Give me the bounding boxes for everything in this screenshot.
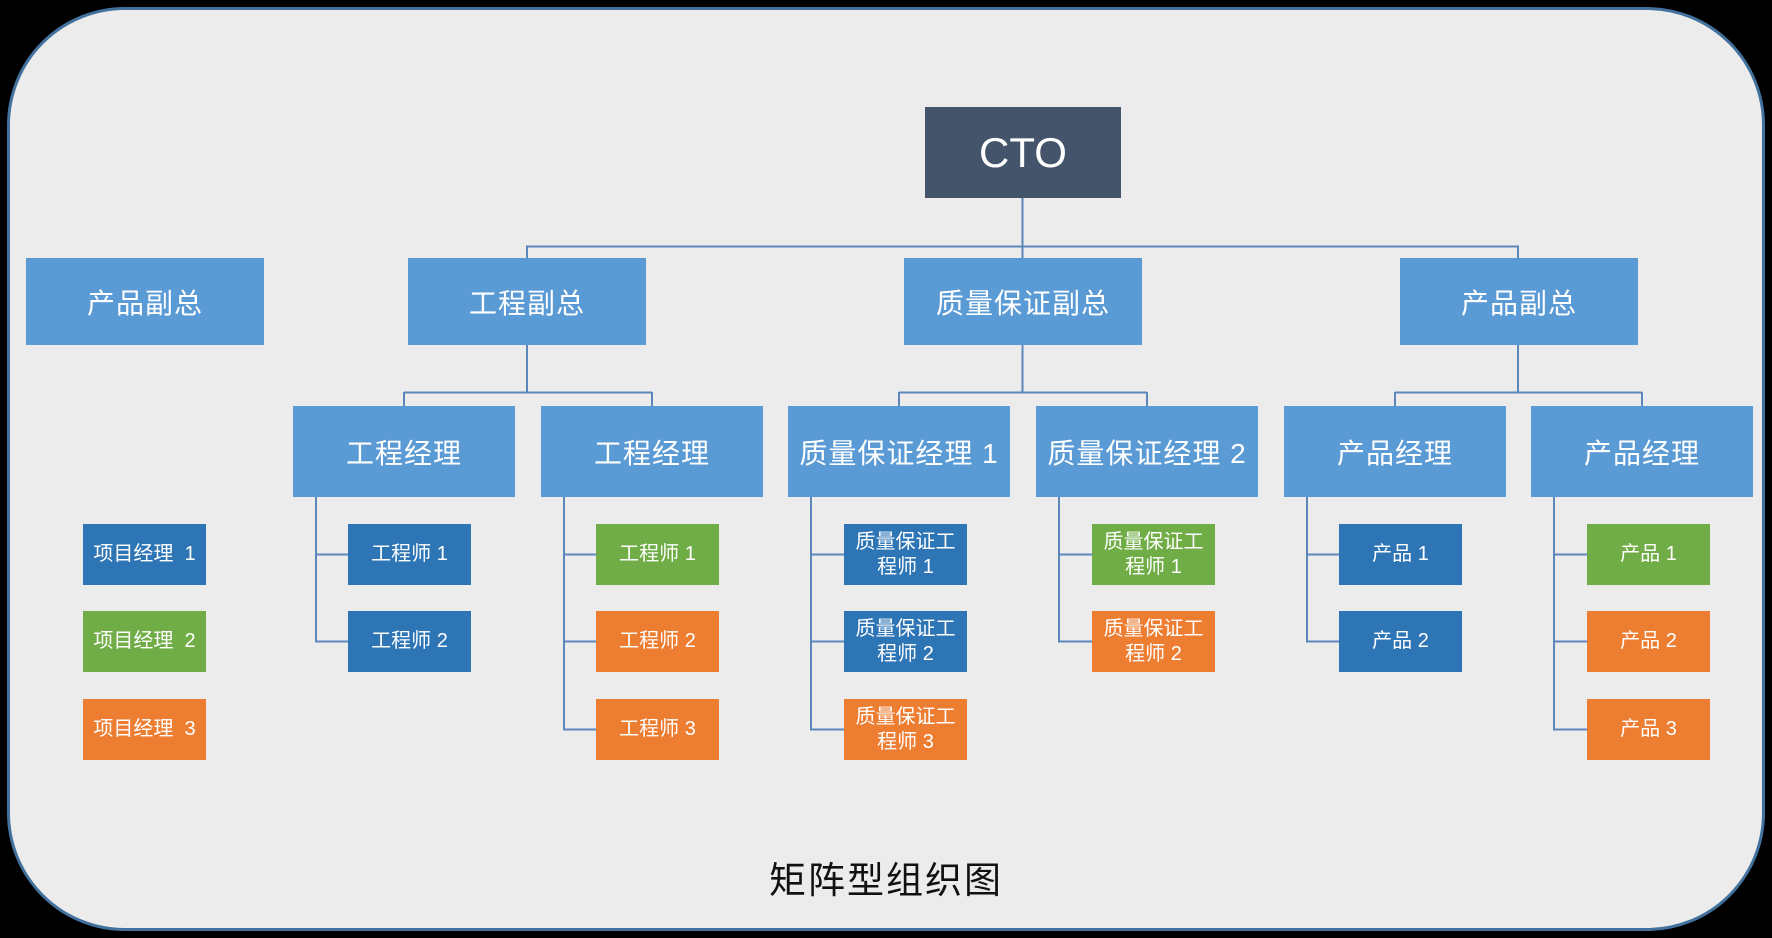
node-engineer-1-1: 工程师 1 bbox=[348, 524, 471, 585]
node-product-1-1: 产品 1 bbox=[1339, 524, 1462, 585]
diagram-title: 矩阵型组织图 bbox=[769, 861, 1003, 902]
node-product-2-1: 产品 1 bbox=[1587, 524, 1710, 585]
node-project-manager-1: 项目经理 1 bbox=[83, 524, 206, 585]
node-engineer-2-3: 工程师 3 bbox=[596, 699, 719, 760]
node-engineer-2-2: 工程师 2 bbox=[596, 611, 719, 672]
node-product-manager-1: 产品经理 bbox=[1284, 406, 1506, 497]
node-vp-engineering: 工程副总 bbox=[408, 258, 646, 345]
node-product-1-2: 产品 2 bbox=[1339, 611, 1462, 672]
node-engineer-2-1: 工程师 1 bbox=[596, 524, 719, 585]
node-eng-manager-2: 工程经理 bbox=[541, 406, 763, 497]
node-project-manager-3: 项目经理 3 bbox=[83, 699, 206, 760]
node-qa-engineer-2-1: 质量保证工程师 1 bbox=[1092, 524, 1215, 585]
node-qa-manager-2: 质量保证经理 2 bbox=[1036, 406, 1258, 497]
node-qa-engineer-1-3: 质量保证工程师 3 bbox=[844, 699, 967, 760]
node-project-manager-2: 项目经理 2 bbox=[83, 611, 206, 672]
node-product-2-3: 产品 3 bbox=[1587, 699, 1710, 760]
node-product-manager-2: 产品经理 bbox=[1531, 406, 1753, 497]
node-eng-manager-1: 工程经理 bbox=[293, 406, 515, 497]
node-product-2-2: 产品 2 bbox=[1587, 611, 1710, 672]
node-vp-qa: 质量保证副总 bbox=[904, 258, 1142, 345]
node-qa-engineer-1-2: 质量保证工程师 2 bbox=[844, 611, 967, 672]
node-qa-engineer-2-2: 质量保证工程师 2 bbox=[1092, 611, 1215, 672]
node-vp-product-left: 产品副总 bbox=[26, 258, 264, 345]
node-engineer-1-2: 工程师 2 bbox=[348, 611, 471, 672]
node-qa-manager-1: 质量保证经理 1 bbox=[788, 406, 1010, 497]
node-cto: CTO bbox=[925, 107, 1121, 198]
node-vp-product-right: 产品副总 bbox=[1400, 258, 1638, 345]
node-qa-engineer-1-1: 质量保证工程师 1 bbox=[844, 524, 967, 585]
